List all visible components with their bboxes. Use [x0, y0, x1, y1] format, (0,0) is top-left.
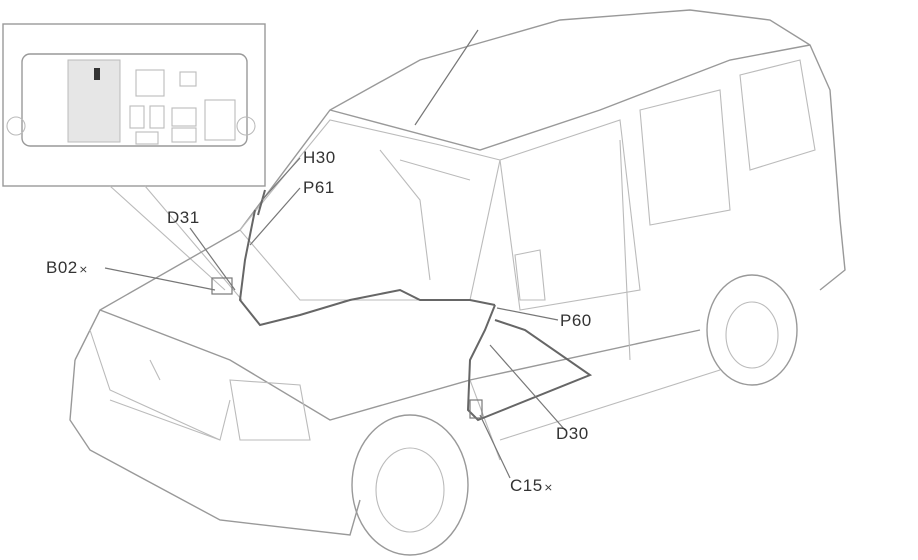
wiring-harness	[211, 189, 593, 422]
label-p60: P60	[560, 311, 592, 330]
fuse-box-inset	[2, 23, 266, 301]
label-c15: C15⨯	[510, 476, 553, 496]
label-c15-text: C15	[510, 476, 543, 495]
label-b02-text: B02	[46, 258, 78, 277]
connector-icon: ⨯	[543, 482, 554, 494]
label-p61: P61	[303, 178, 335, 197]
label-h30: H30	[303, 148, 336, 167]
label-b02: B02⨯	[46, 258, 88, 278]
connector-icon: ⨯	[78, 264, 89, 276]
label-d30: D30	[556, 424, 589, 443]
car-body	[69, 9, 846, 556]
callout-leaders	[104, 29, 566, 479]
label-d31: D31	[167, 208, 200, 227]
